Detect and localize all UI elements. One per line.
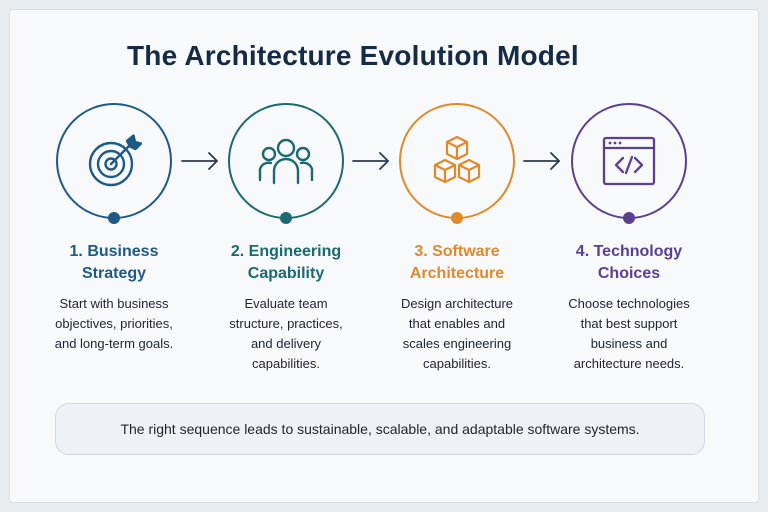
step-title-line-1: 2. Engineering	[230, 243, 342, 260]
step-desc-line: that best support	[580, 316, 678, 331]
step-ring	[228, 103, 344, 219]
step-title-line-2: Architecture	[409, 265, 505, 282]
step-desc-line: business and	[590, 336, 668, 351]
step-desc-line: scales engineering	[402, 336, 512, 351]
step-desc-line: and long-term goals.	[54, 336, 174, 351]
step-description: Evaluate team structure, practices, and …	[201, 294, 371, 374]
summary-banner: The right sequence leads to sustainable,…	[55, 403, 705, 455]
step-title-line-1: 1. Business	[69, 243, 159, 260]
step-desc-line: Evaluate team	[244, 296, 328, 311]
step-desc-line: capabilities.	[423, 356, 491, 371]
step-title-line-2: Capability	[247, 265, 325, 282]
step-desc-line: objectives, priorities,	[55, 316, 173, 331]
step-business-strategy: 1. Business Strategy Start with business…	[29, 100, 199, 390]
arrow-right-icon	[352, 152, 389, 170]
step-circle	[56, 103, 172, 225]
team-icon	[258, 138, 314, 185]
step-engineering-capability: 2. Engineering Capability Evaluate team …	[201, 100, 371, 390]
step-ring	[571, 103, 687, 219]
step-dot	[623, 212, 635, 224]
step-dot	[451, 212, 463, 224]
step-desc-line: capabilities.	[252, 356, 320, 371]
step-title: 2. Engineering Capability	[201, 241, 371, 285]
step-dot	[280, 212, 292, 224]
summary-text: The right sequence leads to sustainable,…	[120, 421, 640, 437]
step-circle	[399, 103, 515, 225]
step-desc-line: and delivery	[250, 336, 322, 351]
step-title-line-1: 3. Software	[414, 243, 500, 260]
step-technology-choices: 4. Technology Choices Choose technologie…	[544, 100, 714, 390]
page-title: The Architecture Evolution Model	[127, 40, 579, 71]
step-description: Start with business objectives, prioriti…	[29, 294, 199, 354]
step-circle	[571, 103, 687, 225]
step-desc-line: architecture needs.	[573, 356, 685, 371]
target-icon	[88, 134, 142, 187]
cubes-icon	[433, 135, 481, 184]
step-software-architecture: 3. Software Architecture Design architec…	[372, 100, 542, 390]
step-title: 3. Software Architecture	[372, 241, 542, 285]
step-desc-line: Start with business	[59, 296, 169, 311]
step-description: Design architecture that enables and sca…	[372, 294, 542, 374]
step-desc-line: structure, practices,	[229, 316, 343, 331]
step-ring	[56, 103, 172, 219]
step-description: Choose technologies that best support bu…	[544, 294, 714, 374]
step-desc-line: that enables and	[408, 316, 506, 331]
step-title-line-2: Strategy	[81, 265, 147, 282]
step-dot	[108, 212, 120, 224]
arrow-right-icon	[523, 152, 560, 170]
step-desc-line: Choose technologies	[568, 296, 690, 311]
step-title: 1. Business Strategy	[29, 241, 199, 285]
step-desc-line: Design architecture	[401, 296, 513, 311]
step-title: 4. Technology Choices	[544, 241, 714, 285]
step-title-line-2: Choices	[597, 265, 661, 282]
step-ring	[399, 103, 515, 219]
step-title-line-1: 4. Technology	[575, 243, 683, 260]
code-window-icon	[602, 136, 656, 186]
arrow-right-icon	[181, 152, 218, 170]
step-circle	[228, 103, 344, 225]
